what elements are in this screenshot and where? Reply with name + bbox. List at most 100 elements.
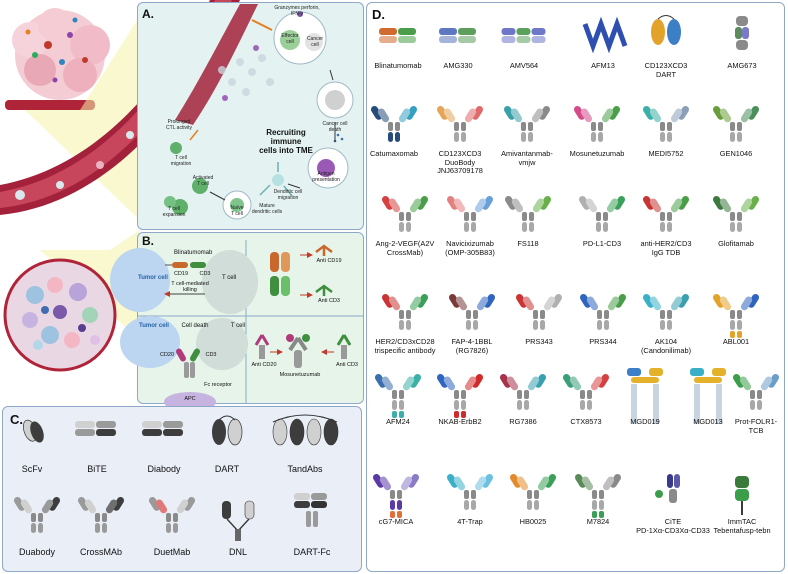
- tumor-mass-icon: [12, 8, 110, 100]
- format-label-bite: BiTE: [87, 464, 107, 474]
- drug-navicixizumab-omp-305b83-icon: [446, 196, 494, 232]
- drug-fs118-icon: [504, 196, 552, 232]
- drug-immtac-tebentafusp-tebn-icon: [735, 476, 749, 515]
- tcell-lower-label: T cell: [230, 323, 246, 329]
- drug-label-abl001: ABL001: [722, 337, 750, 346]
- drug-anti-her2-cd3-igg-tdb-icon: [642, 196, 690, 232]
- drug-label-rg7386: RG7386: [509, 417, 537, 426]
- drug-label-cg7-mica: cG7-MICA: [378, 517, 414, 526]
- recruit-label: Recruiting immune cells into TME: [259, 128, 313, 156]
- drug-ak104-candonilimab-icon: [642, 294, 690, 330]
- drug-prs343-icon: [515, 294, 563, 330]
- format-dnl-icon: [222, 500, 255, 541]
- drug-label-fap-4-1bbl-rg7826: FAP-4-1BBL (RG7826): [451, 337, 493, 355]
- death-label: Cancer cell death: [322, 121, 348, 133]
- drug-fap-4-1bbl-rg7826-icon: [448, 294, 496, 330]
- drug-label-amivantanmab-vmjw: Amivantanmab- vmjw: [501, 149, 553, 167]
- drug-label-her2-cd3xcd28-trispecific-antibody: HER2/CD3xCD28 trispecific antibody: [374, 337, 436, 355]
- drug-label-m7824: M7824: [586, 517, 610, 526]
- dendritic-cell-icon: [272, 174, 284, 186]
- drug-catumaxomab-icon: [370, 106, 418, 142]
- cd20-label: CD20: [159, 352, 175, 358]
- drug-label-ak104-candonilimab: AK104 (Candonilimab): [640, 337, 692, 355]
- drug-rg7386-icon: [499, 374, 547, 410]
- drug-label-immtac-tebentafusp-tebn: ImmTAC Tebentafusp-tebn: [713, 517, 771, 535]
- drug-mgd019-icon: [627, 368, 663, 424]
- drug-label-fs118: FS118: [517, 239, 539, 248]
- drug-label-mgd013: MGD013: [693, 417, 723, 426]
- format-label-tandabs: TandAbs: [287, 464, 323, 474]
- tumor-cell-lower-icon: [120, 316, 180, 368]
- drug-label-glofitamab: Glofitamab: [718, 239, 754, 248]
- panel-b-label: B.: [142, 234, 154, 248]
- tumor-cell-upper-label: Tumor cell: [138, 275, 168, 281]
- drug-label-navicixizumab-omp-305b83: Navicixizumab (OMP-305B83): [445, 239, 495, 257]
- format-label-dart: DART: [214, 464, 240, 474]
- anti-cd19-label: Anti CD19: [316, 258, 342, 264]
- drug-label-ctx8573: CTX8573: [570, 417, 602, 426]
- drug-label-cd123xcd3-duobody-jnj63709178: CD123XCD3 DuoBody JNJ63709178: [437, 149, 483, 176]
- cd19-label: CD19: [173, 271, 189, 277]
- apc-label: APC: [184, 396, 196, 402]
- drug-label-amg673: AMG673: [727, 61, 757, 70]
- format-label-duabody: Duabody: [18, 547, 56, 557]
- drug-nkab-erbb2-icon: [436, 374, 484, 418]
- drug-label-mgd019: MGD019: [630, 417, 660, 426]
- mosunetuzumab-b-label: Mosunetuzumab: [279, 372, 321, 378]
- panel-b: [137, 232, 364, 404]
- drug-label-mosunetuzumab: Mosunetuzumab: [569, 149, 625, 158]
- dendritic-label: Dendritic cell migration: [273, 189, 303, 201]
- drug-gen1046-icon: [712, 106, 760, 142]
- drug-label-amv564: AMV564: [509, 61, 539, 70]
- cancer-label: Cancer cell: [306, 36, 324, 48]
- naive-label: Naïve T cell: [230, 205, 244, 217]
- format-crossmab-icon: [77, 497, 125, 533]
- tcell-lower-icon: [196, 318, 248, 370]
- drug-label-cd123xcd3-dart: CD123XCD3 DART: [644, 61, 688, 79]
- format-bite-icon: [75, 421, 116, 436]
- drug-mosunetuzumab-icon: [573, 106, 621, 142]
- drug-hb0025-icon: [509, 474, 557, 510]
- drug-amg330-icon: [439, 28, 476, 43]
- drug-label-amg330: AMG330: [443, 61, 473, 70]
- effector-label: Effector cell: [281, 33, 299, 45]
- drug-ang-2-vegf-a2v-crossmab-icon: [381, 196, 429, 232]
- prolonged-label: Prolonged CTL activity: [166, 119, 192, 131]
- format-dart-fc-icon: [294, 493, 327, 527]
- mosunetuzumab-schematic-icon: [254, 334, 352, 368]
- tumor-cell-lower-label: Tumor cell: [139, 323, 169, 329]
- drug-glofitamab-icon: [712, 196, 760, 232]
- activated-label: Activated T cell: [192, 175, 214, 187]
- drug-label-prot-folr1-tcb: Prot-FOLR1- TCB: [734, 417, 778, 435]
- drug-amv564-icon: [501, 28, 546, 43]
- format-tandabs-icon: [272, 414, 339, 446]
- tcell-upper-icon: [202, 250, 258, 314]
- killing-label: T cell-mediated killing: [171, 281, 209, 294]
- panel-d-label: D.: [372, 7, 385, 22]
- drug-mgd013-icon: [690, 368, 726, 424]
- drug-amivantanmab-vmjw-icon: [503, 106, 551, 142]
- format-scfv-icon: [22, 419, 44, 443]
- drug-label-hb0025: HB0025: [519, 517, 547, 526]
- blood-vessel-segment: [5, 100, 95, 110]
- migration-label: T cell migration: [170, 155, 192, 167]
- format-label-scfv: ScFv: [21, 464, 43, 474]
- drug-label-cite-pd-1x-cd3x-cd33: CiTE PD-1Xα-CD3Xα-CD33: [636, 517, 710, 535]
- anti-cd3a-label: Anti CD3: [317, 298, 340, 304]
- drug-label-gen1046: GEN1046: [719, 149, 753, 158]
- drug-pd-l1-cd3-icon: [578, 196, 626, 232]
- format-label-dart-fc: DART-Fc: [293, 547, 331, 557]
- drug-label-prs344: PRS344: [589, 337, 617, 346]
- tumor-microenvironment-icon: [3, 258, 117, 372]
- drug-cd123xcd3-duobody-jnj63709178-icon: [436, 106, 484, 142]
- cd3b-label: CD3: [205, 352, 217, 358]
- drug-cg7-mica-icon: [372, 474, 420, 518]
- drug-label-pd-l1-cd3: PD-L1-CD3: [582, 239, 622, 248]
- format-label-diabody: Diabody: [147, 464, 181, 474]
- drug-abl001-icon: [712, 294, 760, 338]
- celldeath-label: Cell death: [181, 323, 209, 329]
- format-label-dnl: DNL: [228, 547, 247, 557]
- antigen-label: Antigen presentation: [312, 171, 340, 183]
